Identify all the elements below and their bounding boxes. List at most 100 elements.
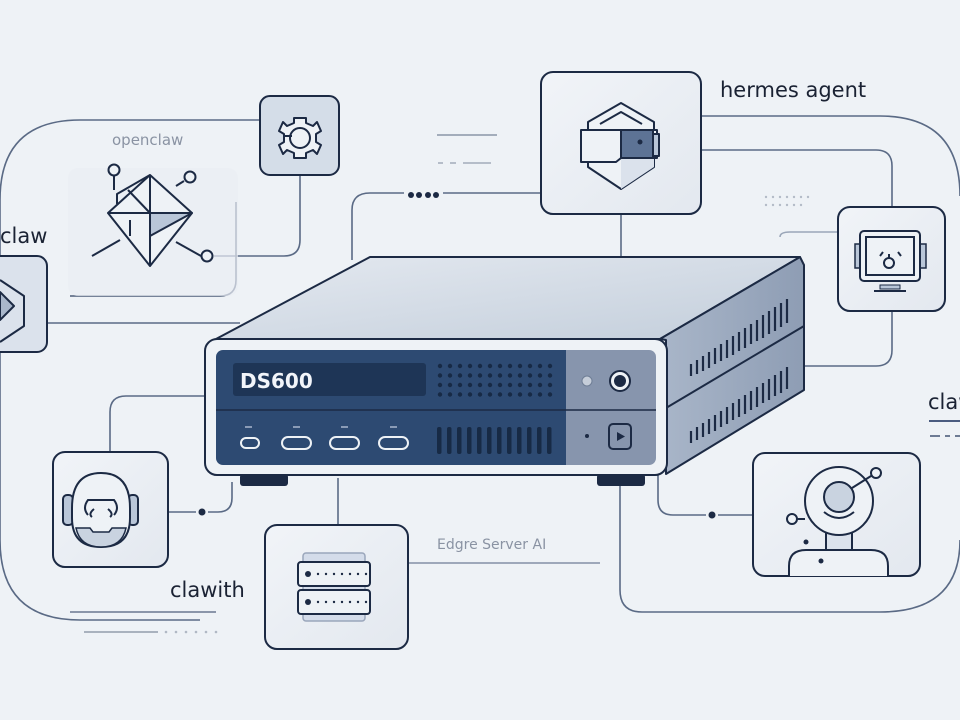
grille-dot	[437, 373, 443, 378]
monitor-icon	[854, 230, 927, 292]
grille-dot	[527, 363, 533, 369]
connector-hermes-outer	[700, 115, 960, 197]
grille-dot	[437, 392, 443, 397]
device-model-label: DS600	[240, 369, 313, 393]
connector-monitor-stub	[779, 231, 838, 238]
vent-bar	[487, 427, 492, 454]
device-foot-right	[597, 474, 645, 486]
grille-dot	[457, 373, 463, 378]
claw-left-label: claw	[0, 224, 48, 248]
vent-bar	[447, 427, 452, 454]
vent-bar	[547, 427, 552, 454]
grille-dot	[477, 363, 483, 369]
grille-dot	[537, 363, 543, 369]
device-vent-bars	[437, 427, 552, 454]
device-ports	[240, 436, 409, 450]
reset-pinhole[interactable]	[585, 434, 589, 438]
grille-dot	[507, 373, 513, 378]
connector-top-device	[351, 192, 404, 260]
connector-robot-device	[109, 395, 208, 452]
grille-dot	[517, 373, 523, 378]
connector-hermes-monitor	[700, 149, 893, 207]
gear-icon	[278, 117, 322, 159]
usb-c-port	[240, 437, 260, 449]
grille-dot	[517, 392, 523, 397]
grille-dot	[467, 363, 473, 369]
hdmi-port-2	[329, 436, 360, 450]
connector-monitor-device	[804, 311, 893, 367]
side-vent-upper	[689, 299, 789, 376]
grille-dot	[437, 363, 443, 369]
clawith-label: clawith	[170, 578, 245, 602]
vent-bar	[537, 427, 542, 454]
shield-visor-icon	[580, 102, 660, 190]
grille-dot	[527, 373, 533, 378]
hermes-agent-label: hermes agent	[720, 78, 867, 102]
hdmi-port-1	[281, 436, 312, 450]
grille-dot	[447, 382, 453, 388]
openclaw-label: openclaw	[112, 131, 184, 149]
status-led	[581, 375, 593, 387]
grille-dot	[497, 382, 503, 388]
grille-dot	[467, 373, 473, 378]
grille-dot	[487, 363, 493, 369]
network-prism-icon	[91, 163, 214, 267]
claw-right-label: claw	[928, 390, 960, 414]
grille-dot	[547, 392, 553, 397]
vent-bar	[437, 427, 442, 454]
vent-bar	[467, 427, 472, 454]
grille-dot	[497, 363, 503, 369]
grille-dot	[447, 392, 453, 397]
decorative-rules	[84, 134, 960, 634]
grille-dot	[457, 392, 463, 397]
connector-device-bottom-right	[619, 485, 960, 613]
grille-dot	[497, 392, 503, 397]
grille-dot	[547, 363, 553, 369]
ds600-device[interactable]	[204, 256, 805, 486]
grille-dot	[437, 382, 443, 388]
device-display	[233, 363, 426, 396]
connector-dots	[198, 192, 716, 519]
grille-dot	[447, 373, 453, 378]
grille-dot	[507, 363, 513, 369]
grille-dot	[517, 363, 523, 369]
grille-dot	[547, 382, 553, 388]
grille-dot	[497, 373, 503, 378]
robot-head-icon	[62, 471, 139, 549]
vent-bar	[507, 427, 512, 454]
edge-server-caption: Edgre Server AI	[437, 537, 547, 553]
connector-gear-openclaw	[214, 175, 301, 257]
vent-bar	[457, 427, 462, 454]
device-foot-left	[240, 474, 288, 486]
grille-dot	[507, 392, 513, 397]
grille-dot	[537, 392, 543, 397]
grille-dot	[477, 392, 483, 397]
connector-outer-left	[0, 119, 260, 621]
vent-bar	[517, 427, 522, 454]
grille-dot	[477, 373, 483, 378]
grille-dot	[457, 363, 463, 369]
grille-dot	[477, 382, 483, 388]
grille-dot	[467, 392, 473, 397]
hexagon-arrow-icon	[0, 279, 25, 343]
server-rack-icon	[297, 552, 371, 622]
device-dot-grille	[437, 363, 553, 397]
connector-device-astronaut	[657, 475, 706, 516]
grille-dot	[547, 373, 553, 378]
play-icon	[617, 432, 625, 441]
grille-dot	[537, 373, 543, 378]
grille-dot	[487, 382, 493, 388]
grille-dot	[527, 392, 533, 397]
grille-dot	[487, 373, 493, 378]
vent-bar	[497, 427, 502, 454]
grille-dot	[507, 382, 513, 388]
grille-dot	[447, 363, 453, 369]
grille-dot	[457, 382, 463, 388]
vent-bar	[527, 427, 532, 454]
grille-dot	[487, 392, 493, 397]
grille-dot	[467, 382, 473, 388]
grille-dot	[517, 382, 523, 388]
astronaut-avatar-icon	[786, 466, 889, 576]
